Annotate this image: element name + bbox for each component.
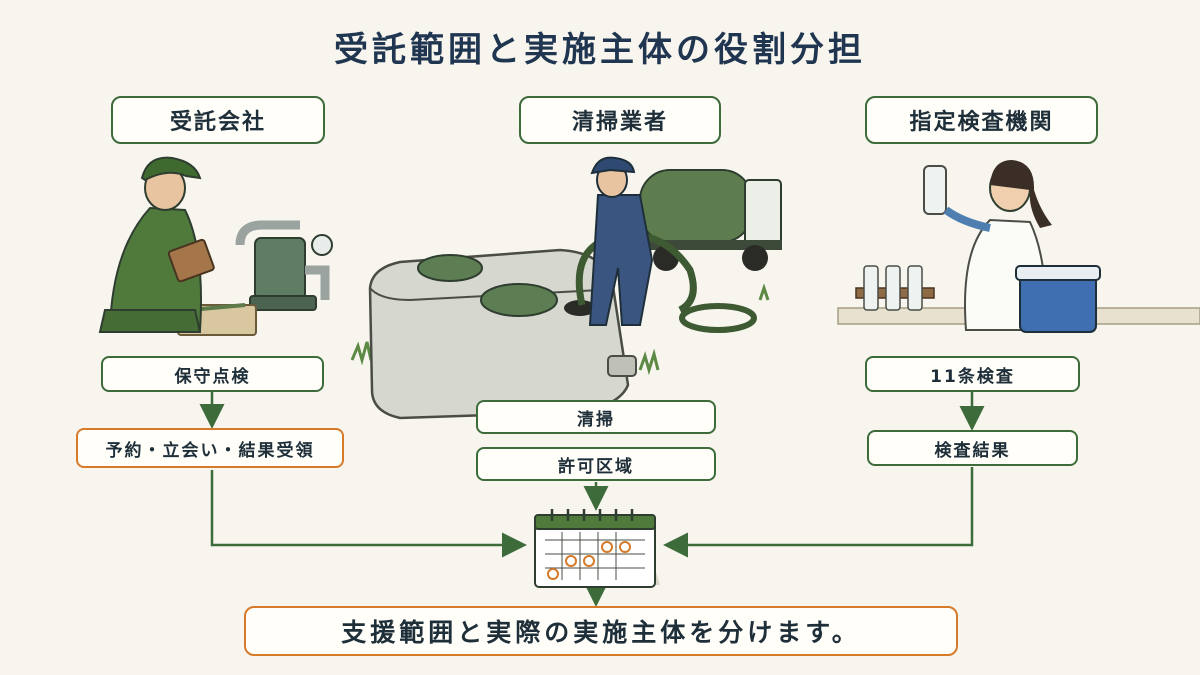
calendar-icon	[534, 509, 660, 588]
step-inspection-result: 検査結果	[867, 430, 1078, 466]
step-permitted-area: 許可区域	[476, 447, 716, 481]
lab-technician-illustration	[837, 160, 1200, 333]
arrow-left-to-calendar	[210, 470, 527, 558]
arrow-right-to-calendar	[663, 467, 974, 558]
header-cleaning-company: 清掃業者	[519, 96, 721, 144]
page-title: 受託範囲と実施主体の役割分担	[334, 30, 866, 70]
step-cleaning: 清掃	[476, 400, 716, 434]
header-contractor: 受託会社	[111, 96, 325, 144]
header-inspection-agency: 指定検査機関	[865, 96, 1098, 144]
step-article-11-inspection: 11条検査	[865, 356, 1080, 392]
septic-tank-cleaning-illustration	[350, 156, 782, 420]
maintenance-worker-illustration	[98, 156, 333, 336]
summary-statement: 支援範囲と実際の実施主体を分けます。	[244, 606, 958, 656]
step-reservation-attend-results: 予約・立会い・結果受領	[76, 428, 344, 468]
step-maintenance-check: 保守点検	[101, 356, 324, 392]
